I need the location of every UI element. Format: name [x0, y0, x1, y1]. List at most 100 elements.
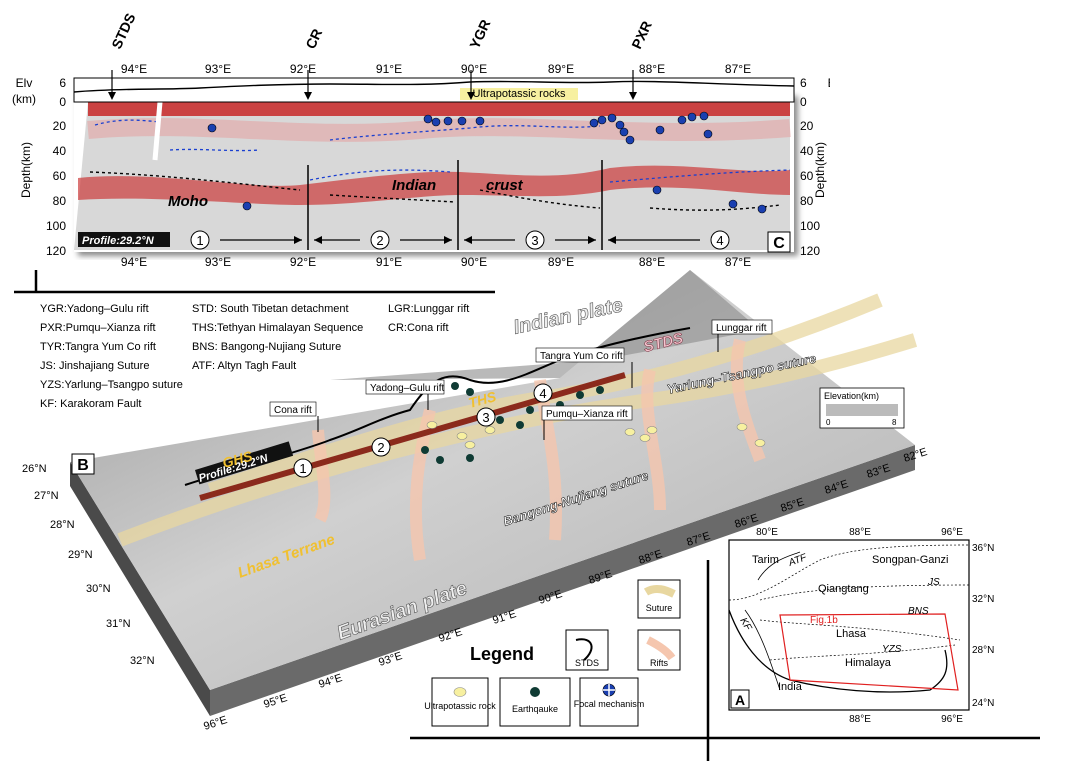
upper-red-layer [88, 102, 790, 116]
tick-label: 94°E [121, 255, 147, 268]
depth-tick: 0 [800, 95, 807, 109]
legend-title: Legend [470, 644, 534, 664]
depth-tick: 20 [800, 119, 814, 133]
rift-callouts: Cona rift Yadong–Gulu rift Tangra Yum Co… [269, 319, 773, 440]
profile-line [199, 372, 626, 501]
arrow-head [314, 236, 322, 244]
elv-unit-left: (km) [12, 92, 36, 106]
qiangtang-label: Qiangtang [818, 583, 869, 595]
abbrev-item: THS:Tethyan Himalayan Sequence [192, 322, 364, 334]
legend-rifts-swatch [646, 636, 676, 661]
inset-bottom-tick: 96°E [941, 714, 963, 725]
abbrev-item: CR:Cona rift [388, 322, 449, 334]
ultrapotassic-box [460, 88, 578, 100]
legend-rifts-label: Rifts [650, 658, 669, 668]
abbrev-item: YZS:Yarlung–Tsangpo suture [40, 379, 183, 391]
depth-tick: 100 [46, 219, 66, 233]
inset-bottom-tick: 88°E [849, 714, 871, 725]
lat-ticks: 26°N 27°N 28°N 29°N 30°N 31°N 32°N [22, 463, 155, 667]
tick-label: 88°E [639, 62, 665, 76]
callout-box [365, 379, 445, 395]
segment-number: 4 [539, 386, 546, 401]
lunggar-callout: Lunggar rift [716, 323, 767, 334]
profile-segment-markers: 1 2 3 4 [293, 383, 553, 478]
depth-tick: 60 [53, 169, 67, 183]
elev-scale-title: Elevation(km) [824, 391, 879, 401]
depth-tick: 40 [53, 144, 67, 158]
abbrev-item: JS: Jinshajiang Suture [40, 360, 150, 372]
inset-right-tick: 32°N [972, 594, 994, 605]
panel-letter: A [735, 692, 745, 708]
segment-number: 3 [531, 233, 538, 248]
pumqu-xianza-callout: Pumqu–Xianza rift [546, 409, 628, 420]
focal-mechanisms [207, 111, 767, 214]
depth-tick: 120 [800, 244, 820, 258]
legend-focal-label: Focal mechanism [574, 699, 645, 709]
arrow-head [108, 92, 116, 100]
crust-word: crust [486, 177, 524, 194]
india-label: India [778, 681, 803, 693]
blue-dashed-line [329, 125, 601, 141]
elv-label-left: Elv [16, 76, 33, 90]
segment-number: 1 [299, 461, 306, 476]
legend-ultrapotassic-box [431, 677, 489, 727]
inset-right-tick: 36°N [972, 543, 994, 554]
panel-letter-box [71, 453, 95, 475]
cona-rift-callout: Cona rift [274, 405, 312, 416]
ghs-label: GHS [221, 447, 255, 470]
legend-suture-swatch [643, 584, 676, 598]
tick-label: 91°E [376, 62, 402, 76]
songpan-ganzi-label: Songpan-Ganzi [872, 554, 948, 566]
tick-label: 89°E [548, 255, 574, 268]
moho-dashed-line [479, 189, 601, 209]
tick-label: 90°E [461, 255, 487, 268]
yzs-label: YZS [882, 644, 902, 655]
callout-box [535, 347, 625, 363]
inset-boundary [759, 584, 970, 601]
inset-right-tick: 24°N [972, 698, 994, 709]
data-gap [152, 101, 163, 161]
legend-ultrapotassic-label: Ultrapotassic rock [424, 701, 496, 711]
study-area-box [779, 613, 959, 691]
elv-tick: 6 [59, 76, 66, 90]
inset-boundary [728, 544, 970, 601]
ths-label: THS [467, 388, 499, 411]
abbrev-item: YGR:Yadong–Gulu rift [40, 303, 149, 315]
panel-c: Ultrapotassic rocks STDS CR YGR PXR 94°E… [0, 0, 844, 269]
blue-dashed-line [609, 169, 791, 183]
abbrev-item: LGR:Lunggar rift [388, 303, 470, 315]
tick-label: 87°E [725, 62, 751, 76]
focal-mechanism-icon-detail [603, 684, 615, 696]
rift [641, 368, 666, 511]
legend-earthquake-label: Earthqauke [512, 704, 558, 714]
profile-label-box [78, 232, 170, 247]
inset-top-tick: 88°E [849, 527, 871, 538]
legend-stds-swatch [575, 638, 593, 661]
himalaya-relief [330, 270, 760, 380]
arrow-head [444, 236, 452, 244]
main-thrust-line [728, 609, 948, 693]
terrain-surface [70, 270, 915, 690]
arrow-head [608, 236, 616, 244]
arrow-head [629, 92, 637, 100]
segment-number: 2 [377, 440, 384, 455]
segment-number: 2 [376, 233, 383, 248]
arrow-head [467, 92, 475, 100]
legend-ultrapotassic-swatch [453, 687, 467, 697]
study-area-label: Fig.1b [810, 615, 838, 626]
elev-scale-max: 8 [892, 418, 897, 427]
profile-label: Profile:29.2°N [82, 235, 155, 247]
inset-right-tick: 28°N [972, 645, 994, 656]
block-side-front [210, 445, 915, 716]
ultrapotassic-label: Ultrapotassic rocks [473, 88, 566, 100]
panel-letter-box [730, 689, 750, 709]
depth-tick: 40 [800, 144, 814, 158]
top-lon-ticks: 94°E 93°E 92°E 91°E 90°E 89°E 88°E 87°E [121, 62, 751, 76]
lat-tick: 29°N [68, 549, 93, 561]
moho-dashed-line [89, 171, 301, 191]
depth-tick: 60 [800, 169, 814, 183]
